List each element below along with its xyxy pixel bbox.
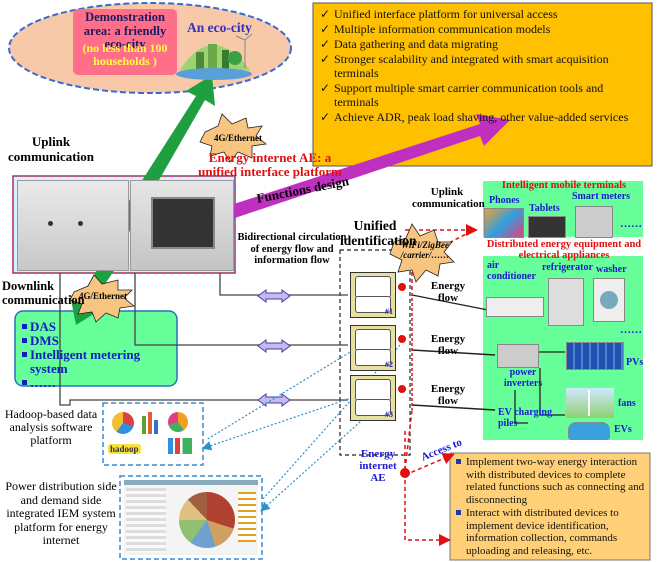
eco-city-title: An eco-city [187,20,252,35]
tablets-label: Tablets [529,203,560,214]
distributed-title: Distributed energy equipment and electri… [486,239,642,261]
hadoop-logo: hadoop [108,444,141,454]
refrigerator-label: refrigerator [542,262,593,273]
air-conditioner-label: air conditioner [487,260,536,282]
functions-item: Multiple information communication model… [320,22,648,36]
plug-dot [398,385,406,393]
downlink-item: …… [22,376,172,390]
ethernet-star-bottom [69,274,135,323]
functions-item: Unified interface platform for universal… [320,7,648,21]
downlink-item: Intelligent metering system [22,348,172,376]
demo-box [73,9,177,75]
plug-dot [398,283,406,291]
downlink-item: DAS [22,320,172,334]
demo-note: (no less than 100 households ) [82,41,168,68]
uplink-communication-right-label: Uplink communication [412,186,485,210]
refrigerator-image [548,278,584,326]
pvs-image [566,342,624,370]
power-inverters-label: power inverters [503,367,543,389]
downlink-item: DMS [22,334,172,348]
fans-image [566,388,614,418]
energy-flow-label-2: Energy flow [430,333,466,357]
functions-item: Achieve ADR, peak load shaving, other va… [320,110,648,124]
access-box-bg [449,452,651,561]
uplink-communication-label: Uplink communication [8,134,94,164]
unified-identification-label: Unified identification [340,218,417,248]
ae-device-photo-right [130,180,234,271]
functions-arrow [200,114,510,228]
ae-node-dot [400,468,410,478]
outlet-3: #3 [350,375,396,421]
plug-dot [398,335,406,343]
hadoop-charts: hadoop [108,408,198,460]
outlet-tag: #3 [385,410,393,419]
smart-meters-image [575,206,613,238]
power-inverters-image [497,344,539,368]
ethernet-bottom-label: 4G/Ethernet [79,291,127,301]
ethernet-top-label: 4G/Ethernet [214,133,262,143]
downlink-list: DAS DMS Intelligent metering system …… [22,320,172,390]
functions-item: Support multiple smart carrier communica… [320,81,648,109]
washer-label: washer [596,264,627,275]
downlink-communication-label: Downlink communication [2,279,85,307]
functions-item: Stronger scalability and integrated with… [320,52,648,80]
washer-image [593,278,625,322]
phones-label: Phones [489,195,520,206]
outlet-tag: #1 [385,307,393,316]
mobile-terminals-title: Intelligent mobile terminals [501,180,627,191]
functions-list: Unified interface platform for universal… [320,7,648,125]
outlet-tag: #2 [385,360,393,369]
tablets-image [528,216,566,238]
energy-ae-label: Energy internet AE [359,448,397,484]
smart-meters-label: Smart meters [572,191,631,202]
distributed-more-label: …… [620,324,642,336]
wifi-star [389,223,455,283]
ethernet-star-top [199,113,267,163]
access-item: Interact with distributed devices to imp… [456,507,646,557]
access-list: Implement two-way energy interaction wit… [456,456,646,558]
identification-box [339,249,411,456]
iem-label: Power distribution side and demand side … [5,479,117,547]
phones-image [484,208,524,238]
air-conditioner-image [486,297,544,317]
iem-screenshot [124,480,258,555]
evs-image [568,422,610,440]
eco-city-illustration [176,33,253,80]
hadoop-label: Hadoop-based data analysis software plat… [4,407,98,447]
bidirectional-label: Bidirectional circulation of energy flow… [237,232,347,266]
wifi-star-label: WiFi/ZigBee /carrier/…… [400,240,450,260]
ev-charging-label: EV charging piles [498,407,552,429]
ae-device-photo-left [17,180,129,271]
energy-flow-label-1: Energy flow [430,280,466,304]
functions-item: Data gathering and data migrating [320,37,648,51]
evs-label: EVs [614,424,632,435]
mobile-more-label: …… [620,218,642,230]
demo-text: Demonstration area: a friendly eco-city [83,10,167,51]
outlet-2: #2 [350,325,396,371]
ae-platform-label: Energy internet AE: a unified interface … [198,150,342,179]
energy-flow-label-3: Energy flow [430,383,466,407]
fans-label: fans [618,398,636,409]
outlet-1: #1 [350,272,396,318]
pvs-label: PVs [626,357,644,368]
access-item: Implement two-way energy interaction wit… [456,456,646,506]
bidirectional-arrows [257,289,291,407]
